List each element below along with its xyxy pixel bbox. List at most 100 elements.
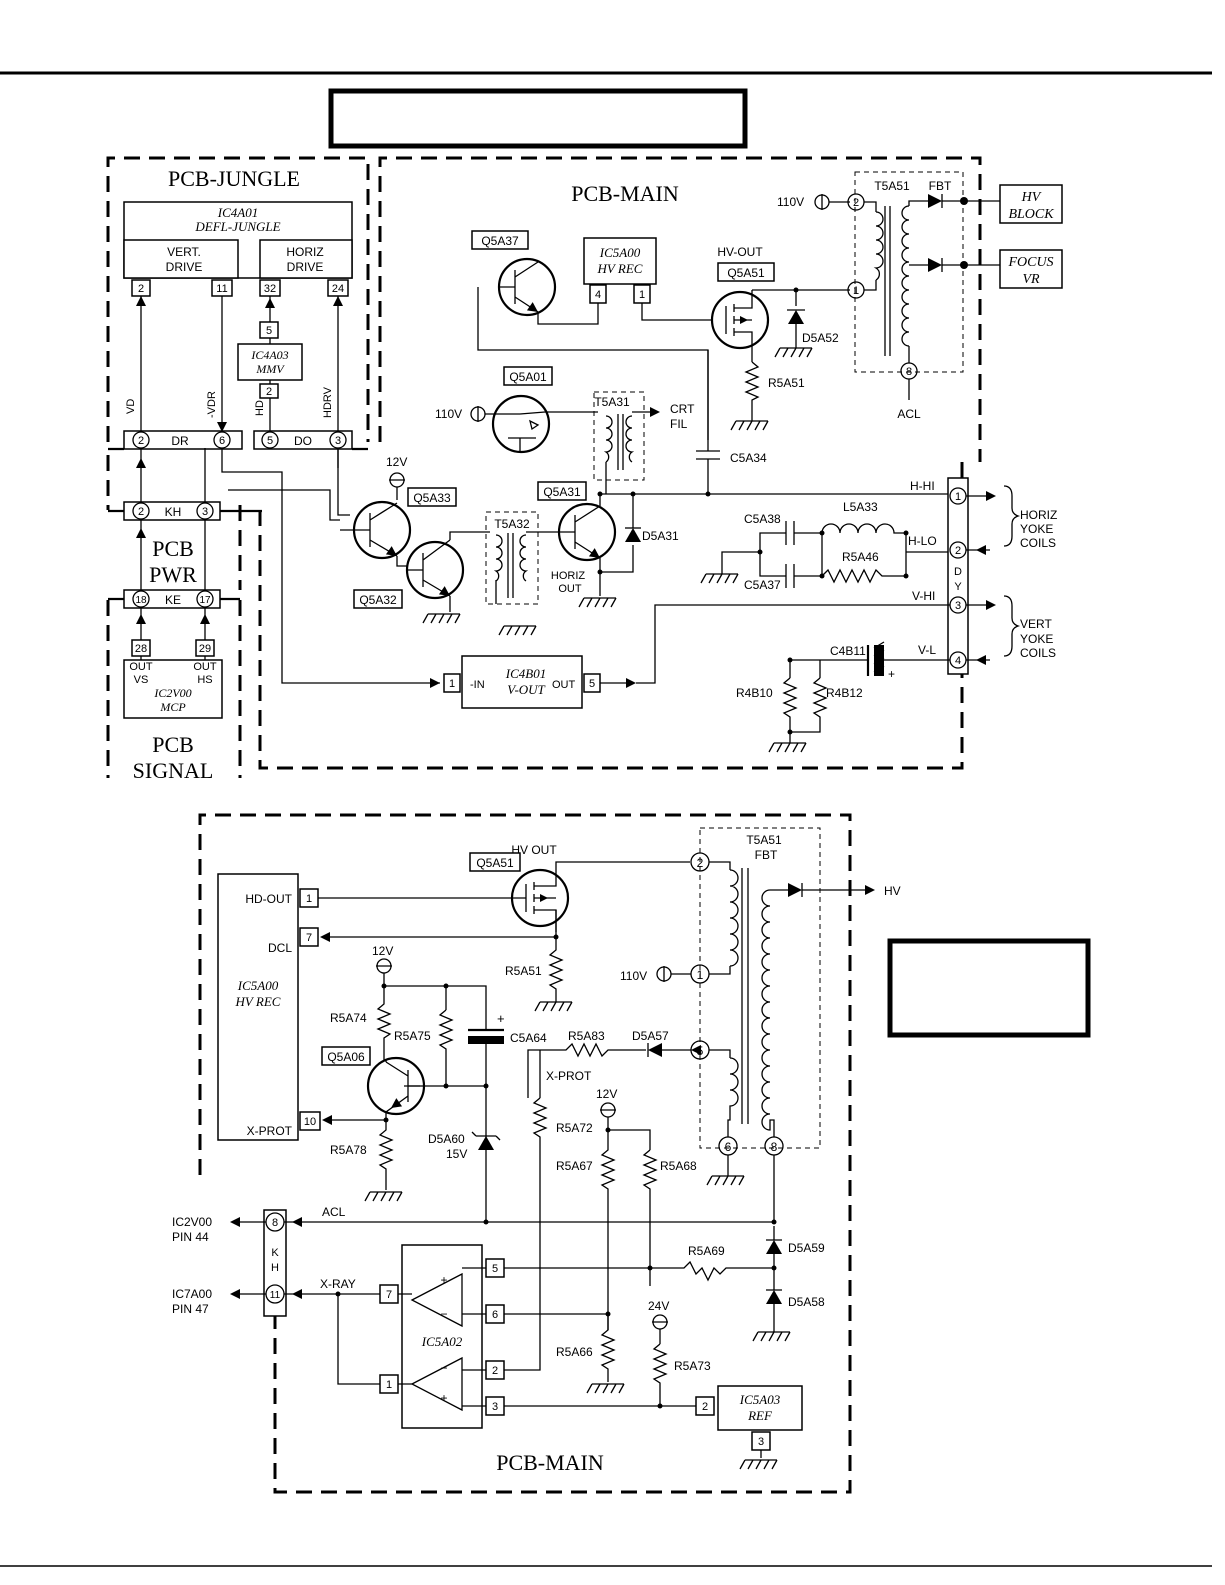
fbt-bottom-label: FBT [755, 848, 778, 862]
dy-pin-2: 2 [955, 545, 961, 557]
kh-bottom-pin-8: 8 [272, 1217, 278, 1229]
pcb-signal-label-1: PCB [152, 732, 194, 757]
connector-do-label: DO [294, 434, 312, 448]
v-l-label: V-L [918, 643, 936, 657]
ic5a02-label: IC5A02 [421, 1334, 463, 1349]
crt-fil-label-2: FIL [670, 417, 688, 431]
hv-output-label: HV [884, 884, 901, 898]
connector-ke-pin-18: 18 [135, 595, 147, 606]
q5a32-label: Q5A32 [359, 593, 397, 607]
ic4b01-pin-5: 5 [589, 678, 595, 690]
ic2v00-out-vs-1: OUT [129, 661, 153, 673]
dy-letter-y: Y [954, 581, 962, 593]
bottom-diagram: PCB-MAIN HD-OUT DCL X-PROT IC5A00 HV REC… [172, 813, 901, 1494]
side-box [887, 938, 1091, 1038]
pcb-signal-label-2: SIGNAL [133, 758, 214, 783]
opamp-a-minus: − [440, 1307, 447, 1321]
connector-dr [123, 430, 243, 450]
ic4a01-pin-2: 2 [138, 283, 144, 295]
ic2v00-sublabel: MCP [159, 700, 186, 714]
ic2v00-out-hs-2: HS [197, 674, 212, 686]
horiz-yoke-label-1: HORIZ [1020, 508, 1057, 522]
t5a31-outline [593, 391, 645, 481]
r5a67-label: R5A67 [556, 1159, 593, 1173]
pcb-jungle-border [106, 156, 370, 442]
t5a51-top-pin-1: 1 [853, 285, 859, 297]
x-ray-label: X-RAY [320, 1277, 356, 1291]
opamp-b-plus: + [440, 1391, 447, 1405]
hv-out-label: HV-OUT [717, 245, 763, 259]
h-lo-label: H-LO [908, 534, 937, 548]
connector-kh-bottom [263, 1209, 287, 1317]
r5a51-bottom-label: R5A51 [505, 964, 542, 978]
acl-bottom-label: ACL [322, 1205, 346, 1219]
q5a37-label: Q5A37 [481, 234, 519, 248]
r5a74-label: R5A74 [330, 1011, 367, 1025]
q5a51-top-label: Q5A51 [727, 266, 765, 280]
supply-110v-bottom: 110V [620, 969, 647, 983]
ic5a00-top-label: IC5A00 [599, 245, 641, 260]
t5a51-bottom-outline [699, 827, 821, 1149]
ic4b01-label: IC4B01 [505, 666, 546, 681]
supply-12v-bottom-2: 12V [596, 1087, 617, 1101]
vert-drive-block [123, 239, 239, 279]
ic2v00-pin44-label-1: IC2V00 [172, 1215, 212, 1229]
q5a31-transistor [557, 502, 617, 562]
r5a69-label: R5A69 [688, 1244, 725, 1258]
d5a57-label: D5A57 [632, 1029, 669, 1043]
ic5a02-pin-2: 2 [492, 1365, 498, 1377]
q5a33-label: Q5A33 [413, 491, 451, 505]
dy-pin-1: 1 [955, 491, 961, 503]
t5a51-bottom-pin-6: 6 [725, 1140, 732, 1154]
signal-hd: HD [254, 400, 266, 416]
ic5a00-top-pin-4: 4 [595, 289, 601, 301]
ic2v00-out-vs-2: VS [134, 674, 149, 686]
horiz-yoke-label-2: YOKE [1020, 522, 1053, 536]
t5a51-top-label: T5A51 [874, 179, 910, 193]
connector-kh-label: KH [165, 505, 182, 519]
ic4a03-sublabel: MMV [255, 362, 285, 376]
supply-110v-q5a01: 110V [435, 407, 462, 421]
q5a31-label: Q5A31 [543, 485, 581, 499]
q5a51-top-transistor [710, 290, 770, 350]
signal-hdrv: HDRV [322, 386, 334, 418]
q5a01-transistor [491, 394, 551, 454]
pcb-pwr-border [106, 455, 242, 778]
q5a37-transistor [497, 257, 557, 317]
ic4a03-pin-2: 2 [266, 386, 272, 398]
ic2v00-label: IC2V00 [153, 686, 191, 700]
dy-pin-3: 3 [955, 600, 961, 612]
ic7a00-pin47-label-2: PIN 47 [172, 1302, 209, 1316]
ic5a00-top-sublabel: HV REC [597, 261, 643, 276]
supply-12v-top: 12V [386, 455, 407, 469]
vert-yoke-label-3: COILS [1020, 646, 1056, 660]
q5a06-transistor [366, 1056, 426, 1116]
ic5a00-bottom-sublabel: HV REC [235, 994, 281, 1009]
ic4b01-pin-1: 1 [449, 678, 455, 690]
t5a51-bottom-pin-8: 8 [771, 1140, 778, 1154]
r4b10-label: R4B10 [736, 686, 773, 700]
kh-bottom-pin-11: 11 [270, 1290, 281, 1301]
focus-vr-box [999, 249, 1063, 289]
ic4a01-pin-32: 32 [264, 283, 276, 295]
horiz-drive-label-2: DRIVE [287, 260, 324, 274]
t5a51-bottom-pin-1: 1 [697, 968, 704, 982]
supply-12v-bottom: 12V [372, 944, 393, 958]
ic5a03-pin-2: 2 [702, 1401, 708, 1413]
ic4b01-out-label: OUT [552, 679, 576, 691]
pcb-main-label: PCB-MAIN [571, 181, 679, 206]
t5a32-label: T5A32 [494, 517, 530, 531]
opamp-a-plus: + [440, 1273, 447, 1287]
r5a51-top-label: R5A51 [768, 376, 805, 390]
d5a31-label: D5A31 [642, 529, 679, 543]
signal-vdr: -VDR [206, 391, 218, 418]
pcb-main-bottom-label: PCB-MAIN [496, 1450, 604, 1475]
ic5a00-top-box [583, 237, 657, 285]
title-box [328, 88, 748, 149]
ic5a02-pin-1: 1 [386, 1379, 392, 1391]
x-prot-label: X-PROT [247, 1124, 293, 1138]
d5a52-label: D5A52 [802, 331, 839, 345]
r4b12-label: R4B12 [826, 686, 863, 700]
d5a59-label: D5A59 [788, 1241, 825, 1255]
v-hi-label: V-HI [912, 589, 935, 603]
